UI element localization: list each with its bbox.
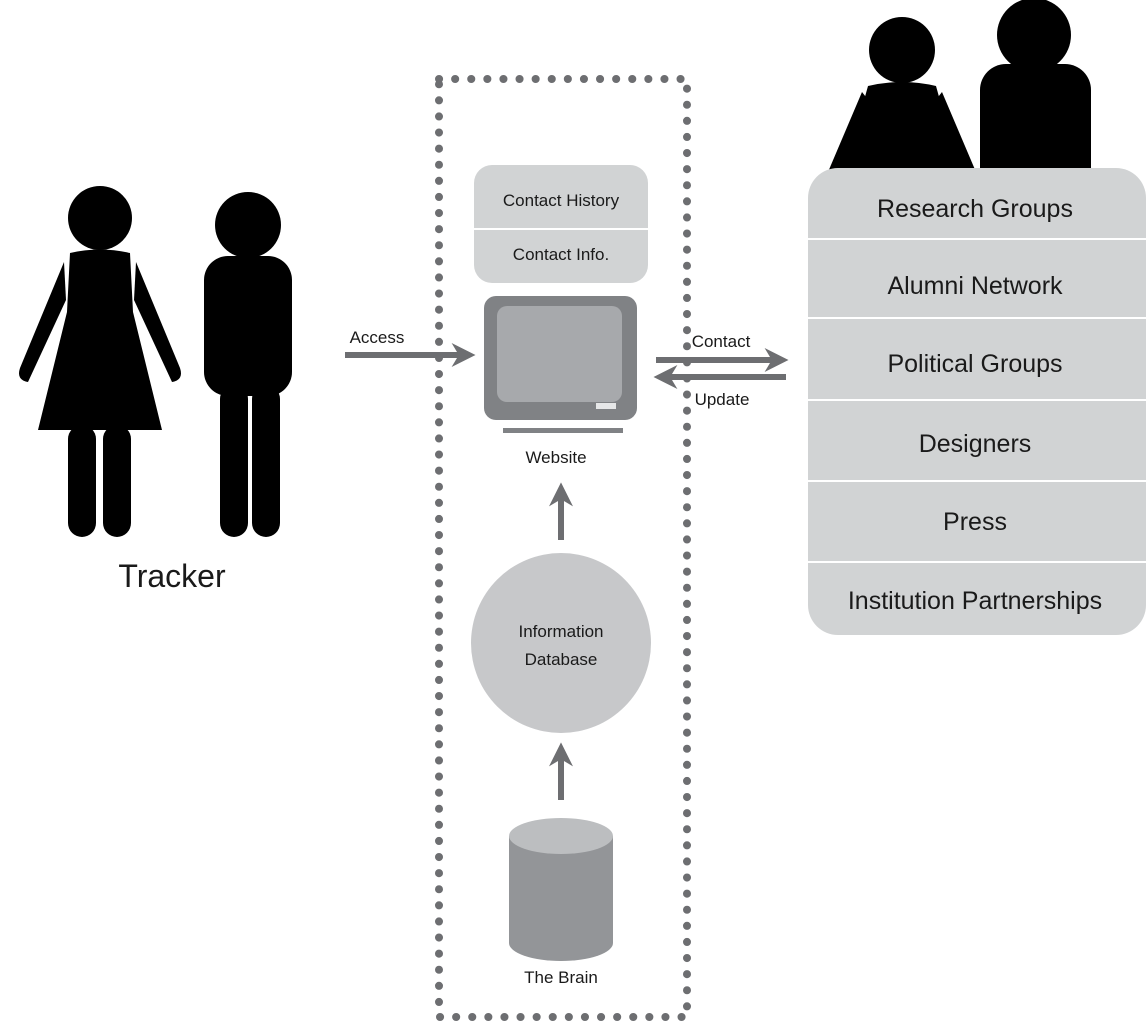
database-label-line-2: Database: [525, 650, 598, 669]
contact-history-label: Contact History: [503, 191, 620, 210]
brain-cylinder-icon: [509, 818, 613, 961]
group-press: Press: [943, 508, 1007, 536]
contacts-woman-icon: [828, 17, 976, 172]
brain-label: The Brain: [524, 968, 598, 987]
contact-label: Contact: [692, 332, 751, 351]
contacts-man-icon: [980, 0, 1091, 194]
database-label-line-1: Information: [518, 622, 603, 641]
contact-info-label: Contact Info.: [513, 245, 609, 264]
contact-groups-panel: [808, 168, 1146, 635]
group-political-groups: Political Groups: [887, 350, 1062, 378]
update-label: Update: [695, 390, 750, 409]
group-designers: Designers: [919, 430, 1032, 458]
system-boundary: [435, 75, 691, 1021]
contact-info-panel: [474, 165, 648, 283]
group-alumni-network: Alumni Network: [887, 272, 1063, 300]
tracker-label: Tracker: [118, 558, 226, 594]
access-label: Access: [350, 328, 405, 347]
tracker-man-icon: [204, 192, 292, 537]
tracker-woman-icon: [19, 186, 181, 537]
monitor-icon: [484, 296, 637, 433]
information-database-circle: [471, 553, 651, 733]
website-label: Website: [525, 448, 586, 467]
group-research-groups: Research Groups: [877, 195, 1073, 223]
group-institution-partnerships: Institution Partnerships: [848, 587, 1102, 615]
